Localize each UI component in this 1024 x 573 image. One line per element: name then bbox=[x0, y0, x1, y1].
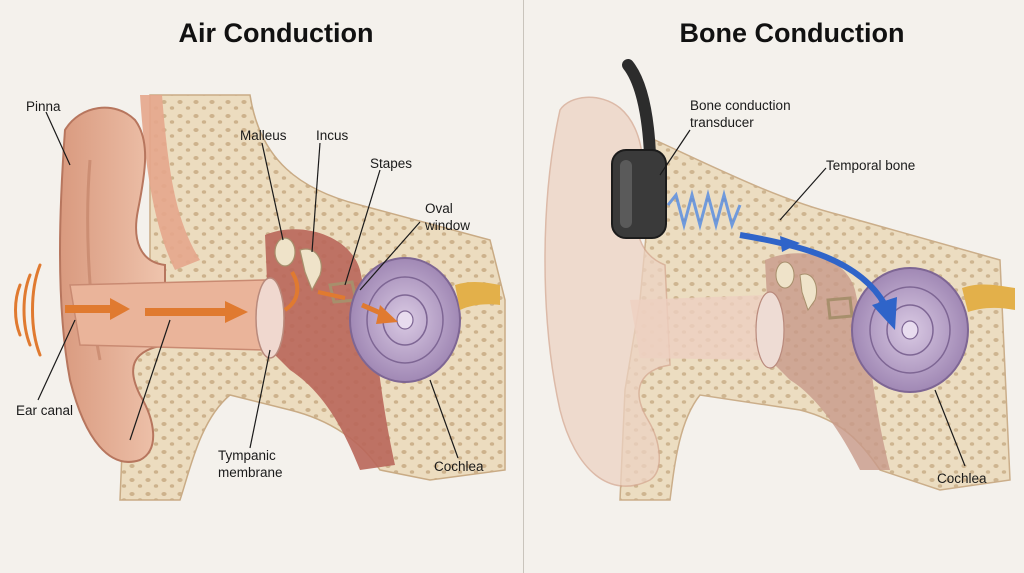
label-cochlea-right: Cochlea bbox=[937, 471, 987, 486]
stapes-arrow bbox=[317, 290, 346, 300]
label-tympanic-line2: membrane bbox=[218, 465, 283, 480]
label-ear-canal: Ear canal bbox=[16, 403, 74, 418]
malleus-shape bbox=[274, 237, 296, 267]
sound-waves-icon bbox=[14, 263, 42, 357]
label-tympanic-line1: Tympanic bbox=[218, 448, 276, 463]
label-oval-window-line1: Oval bbox=[425, 201, 453, 216]
incus-shape bbox=[299, 248, 322, 292]
right-leader-lines bbox=[659, 129, 966, 467]
label-temporal-bone: Temporal bone bbox=[826, 158, 916, 173]
left-nerve-shape bbox=[455, 281, 500, 310]
vibration-wave-icon bbox=[666, 189, 742, 231]
tympanic-membrane-shape bbox=[255, 277, 285, 359]
label-transducer-line1: Bone conduction bbox=[690, 98, 791, 113]
label-pinna: Pinna bbox=[26, 99, 61, 114]
bone-conduction-illustration bbox=[544, 59, 1015, 501]
cochlea-arrow bbox=[376, 305, 398, 324]
air-conduction-title: Air Conduction bbox=[178, 18, 374, 48]
bone-path-arrow bbox=[739, 232, 888, 307]
label-cochlea-left: Cochlea bbox=[434, 459, 484, 474]
ossicle-arrow bbox=[283, 270, 300, 312]
panel-divider bbox=[523, 0, 524, 573]
headband-shape bbox=[622, 59, 656, 161]
left-leader-lines bbox=[37, 111, 459, 459]
air-conduction-illustration bbox=[14, 94, 506, 501]
left-cochlea-shape bbox=[349, 257, 461, 383]
label-stapes: Stapes bbox=[370, 156, 413, 171]
air-path-arrows bbox=[65, 298, 248, 323]
left-skin-strip bbox=[140, 95, 200, 270]
bone-conduction-title: Bone Conduction bbox=[679, 18, 905, 48]
label-incus: Incus bbox=[316, 128, 349, 143]
label-transducer-line2: transducer bbox=[690, 115, 754, 130]
label-malleus: Malleus bbox=[240, 128, 287, 143]
label-oval-window-line2: window bbox=[425, 218, 471, 233]
